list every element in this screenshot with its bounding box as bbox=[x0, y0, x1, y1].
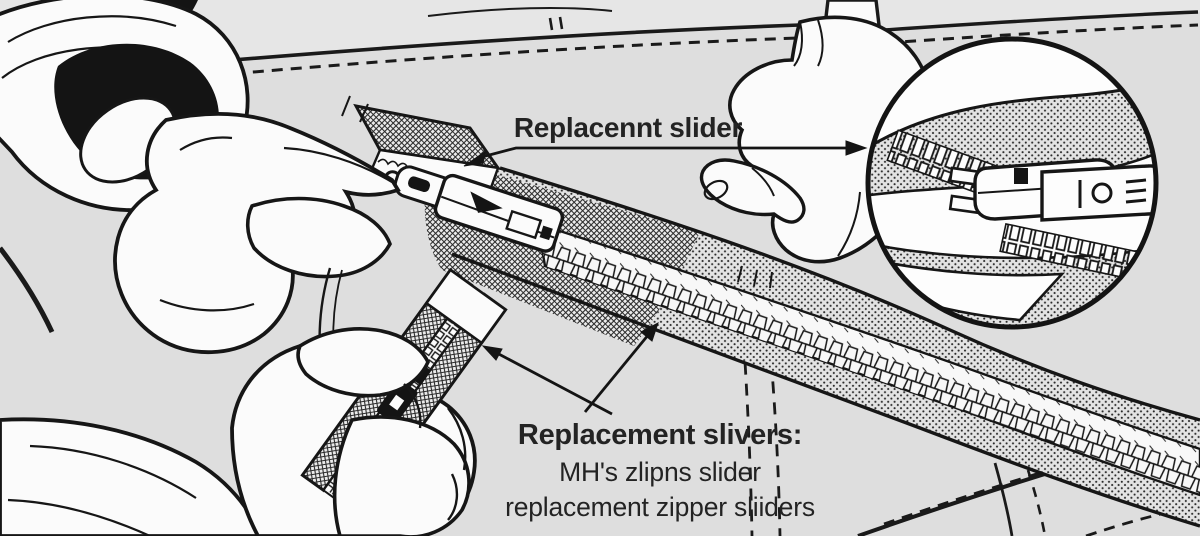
magnifier-inset bbox=[865, 36, 1159, 330]
knuckle-creases bbox=[403, 383, 467, 521]
caption-title: Replacement slivers: bbox=[518, 419, 802, 451]
forearm-lines bbox=[7, 444, 197, 536]
slider-callout-label: Replacennt slider bbox=[514, 112, 743, 143]
left-hand bbox=[0, 0, 401, 355]
strip-white-tip bbox=[424, 268, 508, 345]
left-hand-creases bbox=[159, 136, 393, 312]
area-above-waistband bbox=[0, 0, 1200, 70]
stitch-ticks bbox=[548, 16, 564, 31]
strip-slider-slot bbox=[389, 394, 405, 411]
arrow-to-replacement-strip bbox=[481, 345, 503, 361]
slider-mark bbox=[539, 225, 553, 241]
seam-edge-2 bbox=[993, 462, 1014, 536]
hem-stitch bbox=[883, 423, 1199, 526]
arrow-to-zipper-slider bbox=[463, 149, 487, 167]
waistband-thin-fold bbox=[427, 7, 613, 17]
fist-group bbox=[0, 267, 508, 536]
zipper-teeth bbox=[538, 224, 1200, 495]
fist-thumb bbox=[296, 326, 430, 398]
caption-line2: MH's zlipns slider bbox=[559, 457, 761, 487]
hem-stitch-corner bbox=[1085, 504, 1199, 536]
left-hand-ticks bbox=[341, 95, 369, 123]
right-thumb bbox=[699, 158, 806, 224]
band-bottom-edge bbox=[451, 252, 1200, 528]
inset-pull-grip-lines bbox=[1125, 178, 1147, 204]
right-hand-fold-lines bbox=[793, 19, 824, 67]
line-to-replacement-strip bbox=[494, 350, 613, 416]
inset-slider-slot bbox=[1014, 168, 1028, 184]
waistband-stitch-line bbox=[195, 35, 829, 79]
band-top-edge bbox=[499, 166, 1200, 422]
waistband-top-edge bbox=[185, 22, 831, 66]
left-thumb bbox=[245, 196, 392, 279]
callout-line bbox=[477, 146, 860, 160]
zipper-slider bbox=[383, 165, 565, 253]
inset-slider bbox=[948, 158, 1156, 222]
panel-top-stitch bbox=[885, 23, 1199, 45]
tape-end-scribble bbox=[377, 158, 409, 169]
inset-pull-tab bbox=[1040, 164, 1156, 222]
jacket-edge-left bbox=[0, 246, 55, 334]
caption-line3: replacement zipper sliiders bbox=[505, 492, 815, 522]
callout-arrows bbox=[463, 140, 868, 416]
zipper-band bbox=[424, 156, 1200, 528]
slider-dark-wedge bbox=[470, 191, 503, 213]
slider-slot bbox=[505, 209, 543, 240]
arrow-to-zipper-band bbox=[640, 321, 659, 342]
inset-pull-hole bbox=[1091, 182, 1113, 204]
slider-pull-slot bbox=[408, 176, 431, 193]
right-thumb-nail bbox=[703, 179, 729, 201]
arrow-to-magnifier-inset bbox=[845, 140, 868, 156]
right-hand-creases bbox=[751, 167, 861, 257]
magnifier-ring bbox=[865, 36, 1159, 330]
line-to-zipper-band bbox=[583, 333, 651, 413]
fist-fingers bbox=[332, 415, 471, 536]
right-hand-ticks bbox=[737, 265, 773, 289]
panel-top-edge bbox=[883, 10, 1199, 32]
